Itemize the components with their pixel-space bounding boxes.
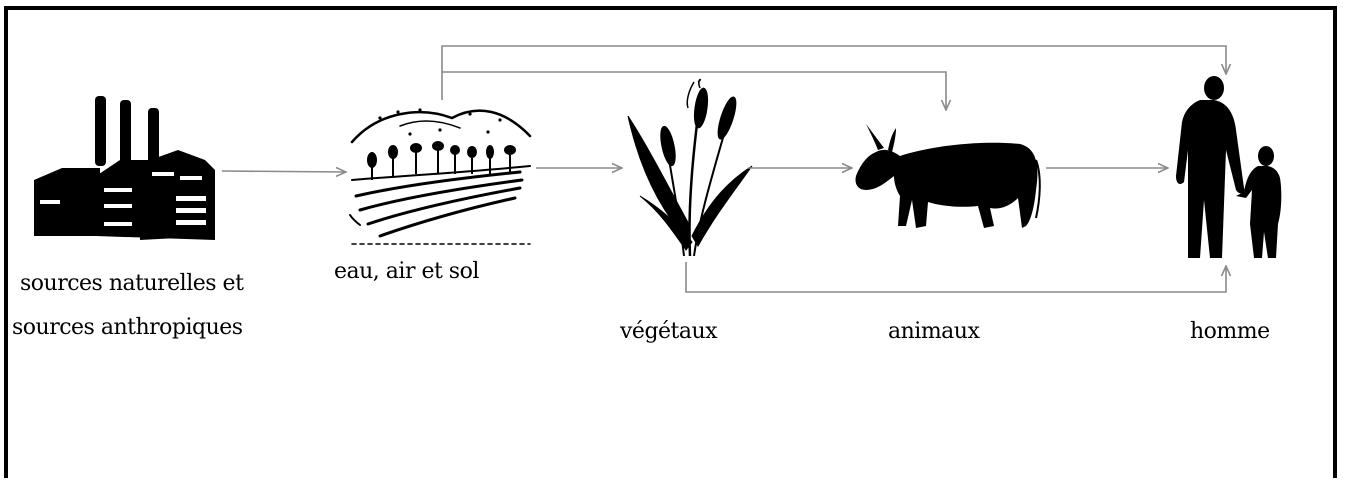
arrow-environment-to-animals — [442, 72, 946, 110]
wheat-icon — [628, 80, 752, 256]
arrow-environment-to-human — [442, 46, 1226, 100]
sources-label-line2: sources anthropiques — [12, 310, 243, 346]
environment-label: eau, air et sol — [334, 254, 479, 290]
factory-icon — [34, 96, 215, 240]
human-label: homme — [1190, 314, 1270, 350]
sources-label-line1: sources naturelles et — [20, 266, 243, 302]
animals-label: animaux — [888, 314, 979, 350]
arrow-plants-to-human — [686, 262, 1226, 292]
plants-label: végétaux — [620, 314, 717, 350]
arrow-sources-to-environment — [222, 171, 346, 172]
cow-icon — [855, 124, 1039, 228]
landscape-icon — [350, 108, 530, 244]
people-icon — [1176, 76, 1281, 258]
